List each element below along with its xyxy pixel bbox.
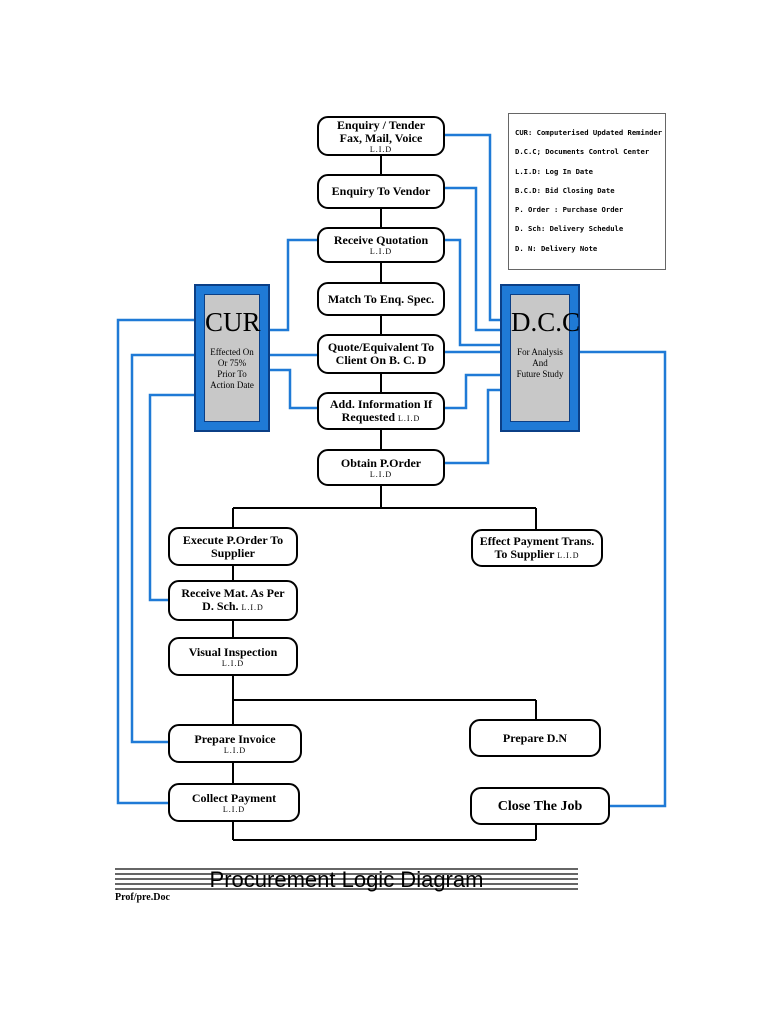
node-lid: L.I.D: [222, 804, 246, 814]
node-collect-payment: Collect Payment L.I.D: [168, 783, 300, 822]
cur-desc-1: Effected On: [210, 347, 254, 357]
cur-desc-2: Or 75%: [217, 358, 247, 368]
node-receive-quotation: Receive Quotation L.I.D: [317, 227, 445, 263]
legend-box: CUR: Computerised Updated Reminder D.C.C…: [508, 113, 666, 270]
node-label: Effect Payment Trans.: [479, 533, 595, 548]
node-add-information: Add. Information If Requested L.I.D: [317, 392, 445, 430]
legend-item: D. N: Delivery Note: [515, 243, 598, 253]
node-label: Quote/Equivalent To: [327, 340, 435, 354]
node-label: Receive Quotation: [333, 233, 429, 247]
node-label: Enquiry / Tender: [336, 117, 426, 132]
node-label: Client On B. C. D: [335, 353, 427, 367]
node-enquiry-vendor: Enquiry To Vendor: [317, 174, 445, 209]
node-label: Receive Mat. As Per: [181, 586, 285, 600]
legend-item: D.C.C; Documents Control Center: [515, 147, 650, 157]
node-obtain-porder: Obtain P.Order L.I.D: [317, 449, 445, 486]
legend-item: CUR: Computerised Updated Reminder: [515, 128, 663, 137]
legend-item: L.I.D: Log In Date: [515, 166, 593, 176]
dcc-desc-3: Future Study: [516, 369, 564, 379]
node-lid: L.I.D: [369, 247, 393, 256]
node-label: Obtain P.Order: [340, 455, 422, 470]
node-label: Prepare D.N: [502, 730, 568, 745]
node-lid: L.I.D: [398, 413, 421, 423]
node-label: Supplier: [210, 545, 255, 560]
node-label: Execute P.Order To: [182, 532, 284, 547]
dcc-desc-2: And: [532, 358, 548, 368]
dcc-abbr: D.C.C: [511, 307, 581, 337]
dcc-block: D.C.C For Analysis And Future Study: [500, 284, 580, 432]
node-label: Prepare Invoice: [194, 731, 276, 746]
node-lid: L.I.D: [221, 658, 245, 668]
document-reference: Prof/pre.Doc: [115, 892, 170, 903]
cur-desc-4: Action Date: [210, 380, 254, 390]
node-lid: L.I.D: [369, 144, 393, 154]
node-label: Match To Enq. Spec.: [327, 291, 435, 306]
legend-item: B.C.D: Bid Closing Date: [515, 185, 615, 195]
node-lid: L.I.D: [557, 550, 580, 560]
node-lid: L.I.D: [369, 469, 393, 479]
node-label: D. Sch.: [202, 599, 239, 613]
diagram-title-area: Procurement Logic Diagram: [115, 866, 578, 893]
cur-desc-3: Prior To: [217, 369, 247, 379]
node-prepare-dn: Prepare D.N: [469, 719, 601, 757]
node-visual-inspection: Visual Inspection L.I.D: [168, 637, 298, 676]
node-label: Requested: [341, 409, 395, 424]
node-label: To Supplier: [494, 546, 555, 561]
node-prepare-invoice: Prepare Invoice L.I.D: [168, 724, 302, 763]
node-lid: L.I.D: [223, 745, 247, 755]
node-execute-porder: Execute P.Order To Supplier: [168, 527, 298, 566]
node-enquiry-tender: Enquiry / Tender Fax, Mail, Voice L.I.D: [317, 116, 445, 156]
node-label: Enquiry To Vendor: [331, 184, 431, 198]
node-label: Collect Payment: [191, 790, 277, 805]
node-label: Fax, Mail, Voice: [339, 130, 423, 145]
node-lid: L.I.D: [241, 603, 264, 612]
node-label: Close The Job: [497, 798, 583, 814]
dcc-desc-1: For Analysis: [517, 347, 563, 357]
node-receive-material: Receive Mat. As Per D. Sch. L.I.D: [168, 580, 298, 621]
node-match-spec: Match To Enq. Spec.: [317, 282, 445, 316]
cur-abbr: CUR: [205, 307, 261, 337]
node-effect-payment: Effect Payment Trans. To Supplier L.I.D: [471, 529, 603, 567]
node-close-job: Close The Job: [470, 787, 610, 825]
diagram-title: Procurement Logic Diagram: [209, 867, 484, 892]
legend-item: D. Sch: Delivery Schedule: [515, 224, 624, 234]
node-label: Add. Information If: [329, 396, 433, 411]
node-quote-equivalent: Quote/Equivalent To Client On B. C. D: [317, 334, 445, 374]
legend-item: P. Order : Purchase Order: [515, 205, 624, 215]
node-label: Visual Inspection: [188, 644, 278, 659]
cur-block: CUR Effected On Or 75% Prior To Action D…: [194, 284, 270, 432]
